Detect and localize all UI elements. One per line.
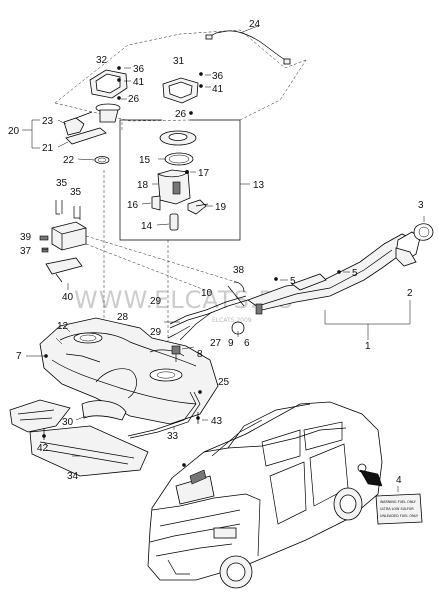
callout-12: 12 [57, 321, 69, 332]
callout-10: 10 [201, 288, 213, 299]
callout-5: 5 [352, 268, 358, 279]
callout-32: 32 [96, 55, 108, 66]
callout-39: 39 [20, 232, 32, 243]
callout-2: 2 [407, 288, 413, 299]
callout-16: 16 [127, 200, 139, 211]
callout-30: 30 [62, 417, 74, 428]
callout-38: 38 [233, 265, 245, 276]
callout-29: 29 [150, 327, 162, 338]
callout-6: 6 [244, 338, 250, 349]
decal-line-2: ULTRA LOW SULFUR [380, 507, 414, 511]
callout-24: 24 [249, 19, 261, 30]
callout-5: 5 [290, 276, 296, 287]
callout-42: 42 [37, 443, 49, 454]
tank-straps [127, 391, 208, 439]
callout-14: 14 [141, 221, 153, 232]
callout-41: 41 [212, 84, 224, 95]
filler-neck [247, 216, 434, 340]
callout-27: 27 [210, 338, 222, 349]
callout-28: 28 [117, 312, 129, 323]
callout-36: 36 [212, 71, 224, 82]
callout-8: 8 [197, 349, 203, 360]
fuel-lines [164, 281, 249, 362]
callout-35: 35 [70, 187, 82, 198]
callout-26: 26 [175, 109, 187, 120]
canister-group [39, 200, 87, 290]
callout-3: 3 [418, 200, 424, 211]
callout-17: 17 [198, 168, 210, 179]
callout-20: 20 [8, 126, 20, 137]
left-flange-group [89, 66, 131, 123]
callout-40: 40 [62, 292, 74, 303]
callout-36: 36 [133, 64, 145, 75]
callout-25: 25 [218, 377, 230, 388]
callout-33: 33 [167, 431, 179, 442]
callout-7: 7 [16, 351, 22, 362]
fuel-tank [26, 317, 219, 425]
watermark-small: ELCATS 2009 [212, 317, 252, 324]
callout-9: 9 [228, 338, 234, 349]
callout-31: 31 [173, 56, 185, 67]
callout-26: 26 [128, 94, 140, 105]
fuel-warning-decal: WARNING FUEL ONLY ULTRA LOW SULFUR UNLEA… [359, 469, 423, 525]
callout-18: 18 [137, 180, 149, 191]
callout-19: 19 [215, 202, 227, 213]
callout-4: 4 [396, 475, 402, 486]
callout-22: 22 [63, 155, 75, 166]
callout-43: 43 [211, 416, 223, 427]
callout-21: 21 [42, 143, 54, 154]
callout-labels: 24 32 36 41 26 31 36 41 26 23 20 21 22 1… [8, 19, 424, 486]
callout-37: 37 [20, 246, 32, 257]
pump-assembly-boundary [54, 29, 307, 122]
decal-line-3: UNLEADED FUEL ONLY [380, 514, 419, 518]
callout-13: 13 [253, 180, 265, 191]
callout-15: 15 [139, 155, 151, 166]
callout-35: 35 [56, 178, 68, 189]
callout-1: 1 [365, 341, 371, 352]
heat-shields [9, 399, 149, 477]
vehicle [147, 401, 383, 589]
callout-29: 29 [150, 296, 162, 307]
decal-line-1: WARNING FUEL ONLY [380, 500, 417, 504]
pump-module-box [119, 111, 250, 241]
callout-41: 41 [133, 77, 145, 88]
sender-wire [205, 25, 291, 65]
left-sender-group [22, 111, 110, 164]
right-flange-group [162, 72, 211, 104]
callout-34: 34 [67, 471, 79, 482]
callout-23: 23 [42, 116, 54, 127]
